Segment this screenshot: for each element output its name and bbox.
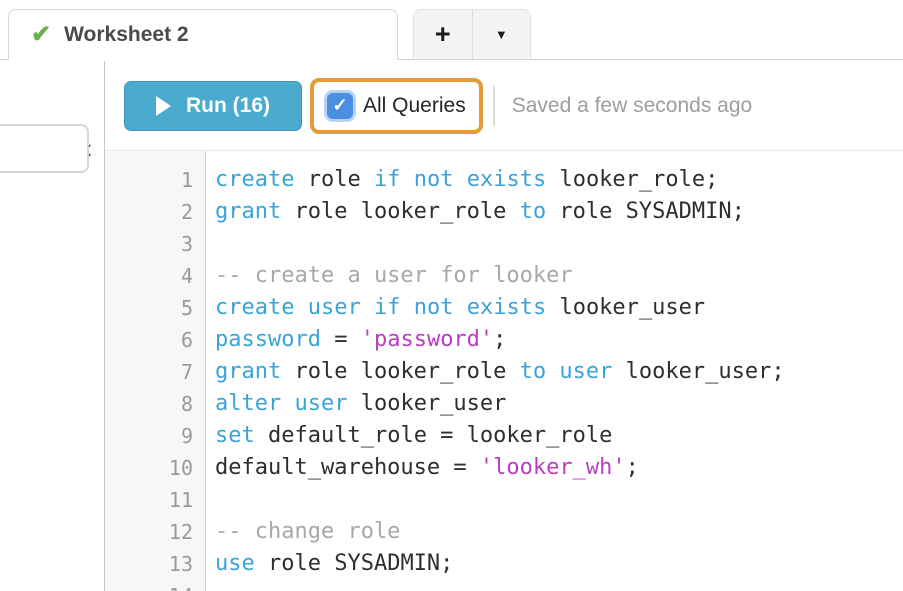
sql-string: 'looker_wh' [479,455,626,480]
sql-keyword: set [215,423,255,448]
sql-text: role looker_role [281,199,520,224]
sql-keyword: not [413,167,454,192]
sql-text [400,167,413,192]
sql-keyword: if [373,295,401,320]
sql-text [400,295,413,320]
sidebar-search-box[interactable] [0,124,89,173]
line-number: 14 [105,580,193,591]
play-icon [156,95,171,116]
line-number: 4 [180,264,193,288]
code-line[interactable] [215,580,903,591]
sql-text [546,359,559,384]
sql-keyword: alter [215,391,282,416]
sql-keyword: grant [215,359,282,384]
sql-text: ; [625,455,639,480]
sql-string: 'password' [360,327,494,352]
line-number: 1 [180,168,193,192]
sql-text: ; [493,327,507,352]
sql-text: looker_role; [546,167,719,192]
sql-keyword: grant [215,199,282,224]
plus-icon: + [434,19,451,49]
line-number: 5 [180,296,193,320]
all-queries-highlight-box: ✓ All Queries [310,77,483,134]
line-number: 9 [180,424,193,448]
sql-text: role [294,167,374,192]
sql-text [453,295,466,320]
tab-label: Worksheet 2 [64,23,189,46]
sql-text [453,167,466,192]
sql-text: = [320,327,361,352]
sql-text: default_role = looker_role [254,423,613,448]
sql-keyword: to [519,359,547,384]
line-number: 2 [180,200,193,224]
worksheet-menu-button[interactable]: ▼ [471,10,531,59]
code-line[interactable]: use role SYSADMIN; [215,548,903,580]
line-number: 8 [180,392,193,416]
sql-text: role looker_role [281,359,520,384]
sql-keyword: use [215,551,255,576]
run-button-label: Run (16) [186,93,270,117]
sql-text [294,295,307,320]
new-worksheet-tab-group: + ▼ [413,9,531,59]
line-number: 6 [180,328,193,352]
code-area[interactable]: create role if not exists looker_role;gr… [206,151,903,591]
run-button[interactable]: Run (16) [124,80,302,131]
sql-keyword: to [519,199,547,224]
code-line[interactable] [215,228,903,260]
toolbar-divider [492,85,495,126]
code-line[interactable]: create role if not exists looker_role; [215,164,903,196]
code-line[interactable]: password = 'password'; [215,324,903,356]
chevron-down-icon: ▼ [494,27,508,42]
code-line[interactable]: grant role looker_role to role SYSADMIN; [215,196,903,228]
code-line[interactable]: set default_role = looker_role [215,420,903,452]
worksheet-tab-bar: ✔ Worksheet 2 + ▼ [0,0,903,60]
sql-keyword: user [294,391,348,416]
code-line[interactable]: alter user looker_user [215,388,903,420]
worksheet-main: Run (16) ✓ All Queries Saved a few secon… [105,61,903,591]
success-checkmark-icon: ✔ [31,21,52,48]
sql-keyword: user [307,295,361,320]
saved-status: Saved a few seconds ago [511,93,753,117]
sql-keyword: create [215,295,295,320]
sql-keyword: if [373,167,401,192]
sql-text: looker_user; [612,359,785,384]
sql-text [281,391,294,416]
line-number: 3 [180,232,193,256]
sql-keyword: exists [466,295,547,320]
sql-comment: -- change role [215,519,401,544]
tab-worksheet-2[interactable]: ✔ Worksheet 2 [8,9,398,60]
workspace-body: ↻ « Run (16) ✓ All Queries Saved a few s… [0,61,903,591]
line-number-gutter: 1234567891011121314 [105,151,206,591]
code-line[interactable]: default_warehouse = 'looker_wh'; [215,452,903,484]
sql-keyword: create [215,167,295,192]
new-worksheet-button[interactable]: + [414,10,472,59]
line-number: 11 [168,488,193,512]
all-queries-checkbox[interactable]: ✓ [327,92,353,119]
sql-text: looker_user [546,295,706,320]
code-line[interactable] [215,484,903,516]
sql-comment: -- create a user for looker [215,263,573,288]
code-line[interactable]: grant role looker_role to user looker_us… [215,356,903,388]
line-number: 12 [168,520,193,544]
sql-keyword: password [215,327,321,352]
sql-keyword: not [413,295,454,320]
sql-text: role SYSADMIN; [254,551,454,576]
line-number: 10 [168,456,193,480]
object-sidebar: ↻ « [0,61,105,591]
line-number: 13 [168,552,193,576]
sql-text: default_warehouse = [215,455,480,480]
all-queries-label[interactable]: All Queries [363,93,466,117]
sql-text: role SYSADMIN; [546,199,745,224]
code-line[interactable]: -- create a user for looker [215,260,903,292]
line-number: 7 [180,360,193,384]
sql-keyword: exists [466,167,547,192]
sql-editor[interactable]: 1234567891011121314 create role if not e… [105,150,903,591]
sql-text [361,295,374,320]
sql-text: looker_user [347,391,507,416]
code-line[interactable]: -- change role [215,516,903,548]
code-line[interactable]: create user if not exists looker_user [215,292,903,324]
worksheet-toolbar: Run (16) ✓ All Queries Saved a few secon… [105,61,903,150]
sql-keyword: user [559,359,613,384]
